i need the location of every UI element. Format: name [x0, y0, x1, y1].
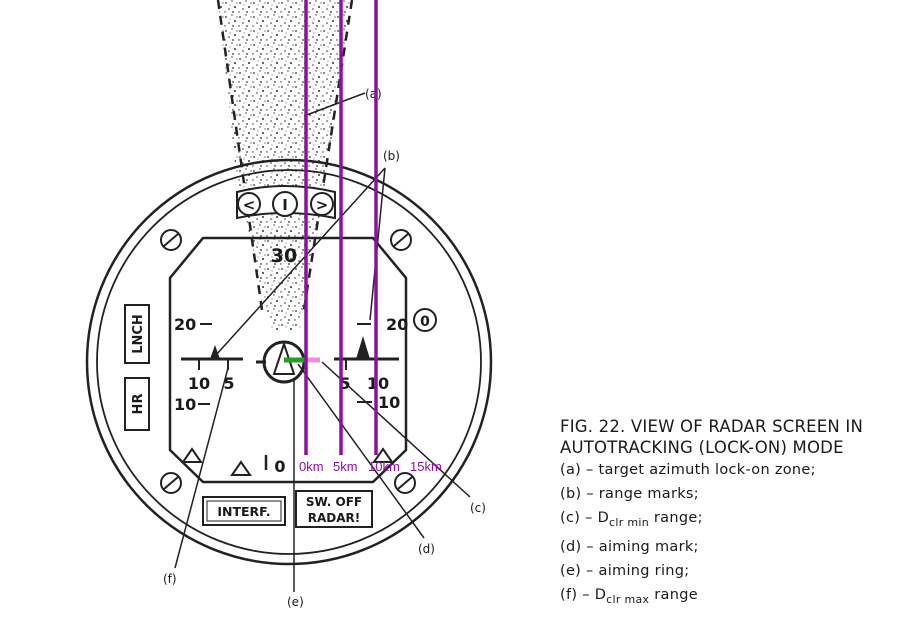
hr-indicator: HR — [124, 377, 150, 431]
overlay-label-5km: 5km — [333, 459, 358, 474]
nav-right-button[interactable]: > — [310, 192, 334, 216]
right-indicator-icon: 0 — [413, 308, 437, 332]
callout-e: (e) — [287, 595, 304, 609]
lock-on-zone — [216, 0, 354, 330]
radar-housing — [85, 158, 493, 566]
callout-f: (f) — [163, 572, 177, 586]
callout-a: (a) — [365, 87, 382, 101]
caption-item-f: (f) – Dclr max range — [560, 586, 698, 606]
svg-text:RADAR!: RADAR! — [308, 511, 361, 525]
svg-text:SW. OFF: SW. OFF — [306, 495, 362, 509]
caption-title-line2: AUTOTRACKING (LOCK-ON) MODE — [560, 438, 844, 457]
caption-title-line1: FIG. 22. VIEW OF RADAR SCREEN IN — [560, 417, 863, 436]
center-mark-icon: I — [282, 196, 288, 214]
svg-text:INTERF.: INTERF. — [217, 504, 270, 519]
triangle-marker-icon — [181, 447, 394, 476]
nav-center-button[interactable]: I — [272, 191, 298, 217]
right-scale-10: 10 — [378, 393, 400, 412]
chevron-right-icon: > — [316, 196, 329, 214]
caption-item-c: (c) – Dclr min range; — [560, 510, 703, 529]
chevron-left-icon: < — [243, 196, 256, 214]
caption-item-a: (a) – target azimuth lock-on zone; — [560, 462, 816, 478]
svg-text:0: 0 — [420, 314, 430, 330]
caption-item-d: (d) – aiming mark; — [560, 538, 699, 555]
interf-button[interactable]: INTERF. — [202, 496, 286, 526]
left-scale-20: 20 — [174, 315, 196, 334]
overlay-range-lines — [304, 0, 378, 455]
svg-text:LNCH: LNCH — [131, 314, 146, 354]
caption-item-b: (b) – range marks; — [560, 486, 699, 502]
svg-text:10: 10 — [367, 374, 389, 393]
overlay-label-0km: 0km — [299, 459, 324, 474]
nav-button-group: < I > — [236, 185, 336, 220]
bottom-scale-0: 0 — [274, 457, 285, 476]
left-range-bar: 10 5 — [181, 345, 243, 393]
overlay-label-15km: 15km — [410, 459, 442, 474]
overlay-label-10km: 10km — [368, 459, 400, 474]
callout-leaders — [174, 92, 471, 592]
callout-d: (d) — [418, 542, 435, 556]
lnch-indicator: LNCH — [124, 304, 150, 364]
nav-left-button[interactable]: < — [237, 192, 261, 216]
right-range-bar: 5 10 — [334, 336, 399, 393]
sw-off-radar-button[interactable]: SW. OFF RADAR! — [295, 490, 373, 528]
callout-b: (b) — [383, 149, 400, 163]
svg-text:10: 10 — [188, 374, 210, 393]
screw-icon — [160, 229, 416, 494]
screen-frame — [168, 236, 408, 484]
callout-c: (c) — [470, 501, 486, 515]
scale-label-30: 30 — [271, 245, 297, 267]
figure-caption: FIG. 22. VIEW OF RADAR SCREEN IN AUTOTRA… — [560, 416, 910, 612]
left-scale-10: 10 — [174, 395, 196, 414]
right-scale-20: 20 — [386, 315, 408, 334]
caption-item-e: (e) – aiming ring; — [560, 562, 690, 579]
svg-text:HR: HR — [131, 394, 146, 415]
svg-text:5: 5 — [223, 374, 234, 393]
